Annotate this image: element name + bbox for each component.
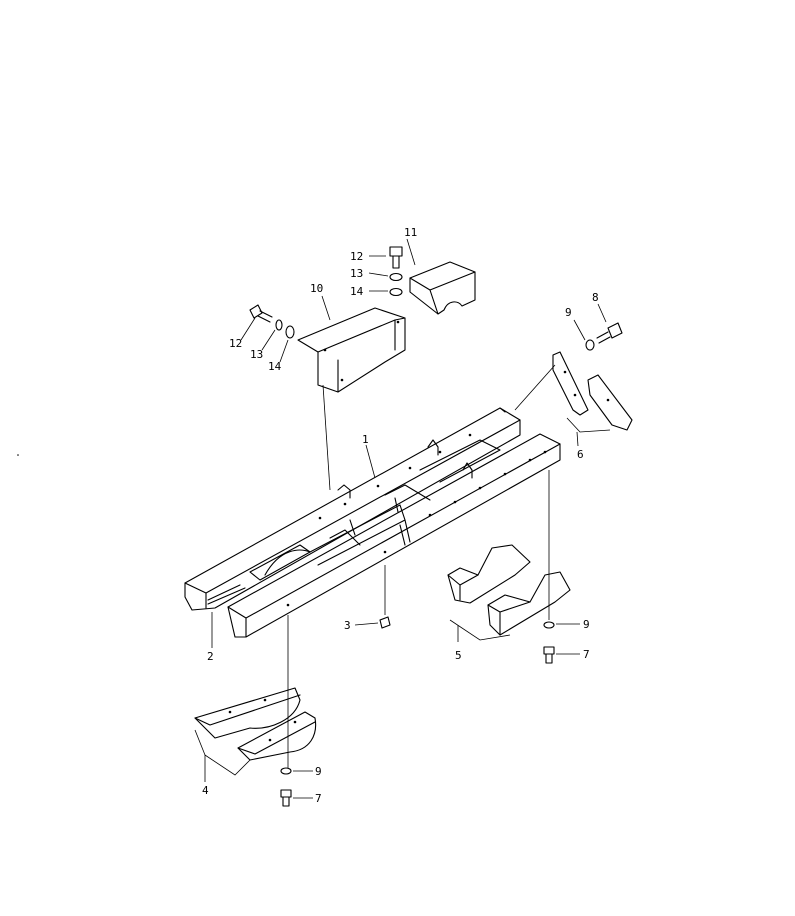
callout-4: 4	[202, 784, 209, 797]
track-frame-assembly	[184, 407, 561, 638]
callout-13-left: 13	[250, 348, 263, 361]
callout-6: 6	[577, 448, 584, 461]
hardware	[249, 246, 623, 807]
callout-5: 5	[455, 649, 462, 662]
callout-7-front: 7	[315, 792, 322, 805]
cover-10	[297, 307, 406, 393]
callout-2: 2	[207, 650, 214, 663]
callout-14-left: 14	[268, 360, 282, 373]
callout-12-top: 12	[350, 250, 363, 263]
leader-lines	[194, 238, 611, 799]
center-guard-plates	[447, 544, 571, 636]
callout-11: 11	[404, 226, 417, 239]
callout-12-left: 12	[229, 337, 242, 350]
callout-1: 1	[362, 433, 369, 446]
callout-3: 3	[344, 619, 351, 632]
front-guard-plates	[194, 687, 317, 761]
cover-11	[409, 261, 476, 315]
callout-13-top: 13	[350, 267, 363, 280]
callout-7-center: 7	[583, 648, 590, 661]
callout-8: 8	[592, 291, 599, 304]
callout-10: 10	[310, 282, 323, 295]
callout-9-front: 9	[315, 765, 322, 778]
callout-labels: 1 2 3 4 5 6 7 7 8 9 9 9 10 11 12 12 13 1…	[202, 226, 599, 805]
callout-14-top: 14	[350, 285, 364, 298]
callout-9-rear: 9	[565, 306, 572, 319]
callout-9-center: 9	[583, 618, 590, 631]
rear-guard-plates	[552, 351, 633, 431]
